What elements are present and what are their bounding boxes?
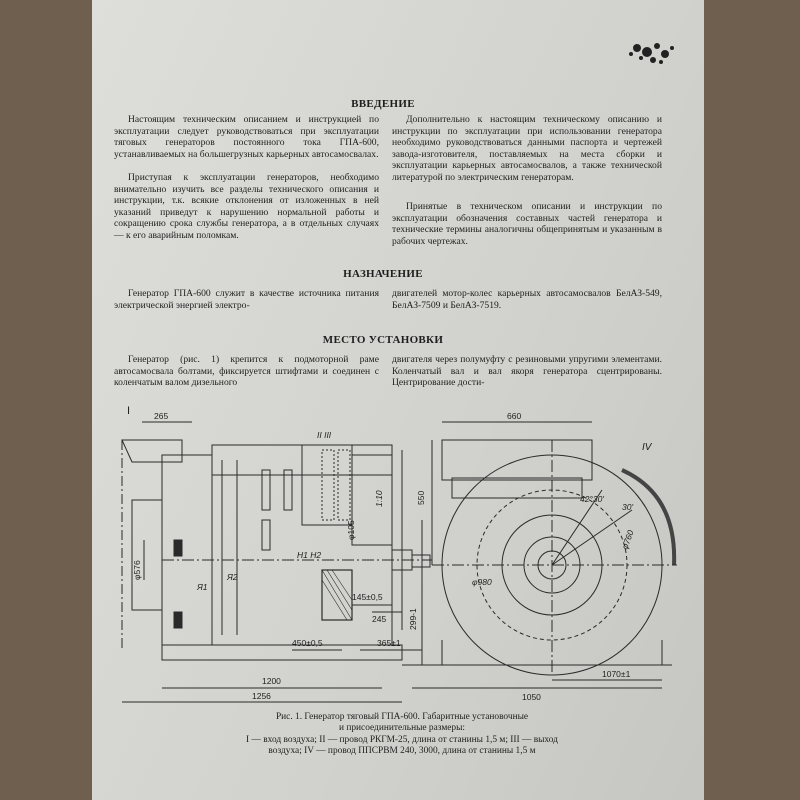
intro-right-paragraph-2: Принятые в техническом описании и инстру… xyxy=(392,201,662,247)
caption-line-1: Рис. 1. Генератор тяговый ГПА-600. Габар… xyxy=(275,712,529,722)
svg-text:H1 H2: H1 H2 xyxy=(297,550,321,560)
location-right-paragraph: двигателя через полумуфту с резиновыми у… xyxy=(392,354,662,389)
top-box xyxy=(441,439,593,481)
svg-text:299-1: 299-1 xyxy=(408,608,418,630)
heading-location: МЕСТО УСТАНОВКИ xyxy=(322,334,444,346)
figure-caption: Рис. 1. Генератор тяговый ГПА-600. Габар… xyxy=(112,712,692,758)
svg-text:φ576: φ576 xyxy=(132,560,142,580)
svg-text:I: I xyxy=(127,405,130,417)
svg-text:1050: 1050 xyxy=(522,692,541,702)
heading-introduction: ВВЕДЕНИЕ xyxy=(351,98,415,110)
svg-text:145±0,5: 145±0,5 xyxy=(352,592,383,602)
svg-text:φ760: φ760 xyxy=(619,528,635,550)
svg-text:1200: 1200 xyxy=(262,676,281,686)
svg-text:1:10: 1:10 xyxy=(374,490,384,507)
left-flange xyxy=(131,499,163,611)
ink-smudge xyxy=(629,43,674,64)
fan-housing xyxy=(161,454,213,646)
svg-text:φ980: φ980 xyxy=(472,577,492,587)
intro-left-paragraph-1: Настоящим техническим описанием и инстру… xyxy=(114,114,379,160)
svg-text:II III: II III xyxy=(317,430,332,440)
svg-text:30': 30' xyxy=(622,502,633,512)
svg-text:365±1: 365±1 xyxy=(377,638,401,648)
purpose-left-paragraph: Генератор ГПА-600 служит в качестве исто… xyxy=(114,288,379,311)
svg-text:550: 550 xyxy=(416,491,426,505)
caption-line-2: и присоединительные размеры: xyxy=(338,723,466,734)
svg-text:265: 265 xyxy=(154,411,168,421)
purpose-right-paragraph: двигателей мотор-колес карьерных автосам… xyxy=(392,288,662,311)
svg-text:Я2: Я2 xyxy=(226,572,238,582)
svg-text:450±0,5: 450±0,5 xyxy=(292,638,323,648)
svg-text:1256: 1256 xyxy=(252,691,271,701)
svg-text:1070±1: 1070±1 xyxy=(602,669,631,679)
svg-text:660: 660 xyxy=(507,411,521,421)
generator-drawing: I 265 II III 1:10 550 φ105 H1 H2 Я1 Я2 1… xyxy=(121,405,677,703)
svg-text:42°30': 42°30' xyxy=(580,494,604,504)
caption-line-3: I — вход воздуха; II — провод РКГМ-25, д… xyxy=(246,734,558,745)
svg-text:IV: IV xyxy=(642,442,653,453)
location-left-paragraph: Генератор (рис. 1) крепится к подмоторно… xyxy=(114,354,379,389)
air-inlet xyxy=(121,439,183,463)
svg-text:245: 245 xyxy=(372,614,386,624)
caption-line-4: воздуха; IV — провод ППСРВМ 240, 3000, д… xyxy=(268,746,536,757)
intro-right-paragraph-1: Дополнительно к настоящим техническому о… xyxy=(392,114,662,183)
intro-left-paragraph-2: Приступая к эксплуатации генераторов, не… xyxy=(114,172,379,241)
svg-text:φ105: φ105 xyxy=(346,520,356,540)
svg-text:Я1: Я1 xyxy=(196,582,208,592)
heading-purpose: НАЗНАЧЕНИЕ xyxy=(343,268,423,280)
document-page: ВВЕДЕНИЕ Настоящим техническим описанием… xyxy=(92,0,704,800)
